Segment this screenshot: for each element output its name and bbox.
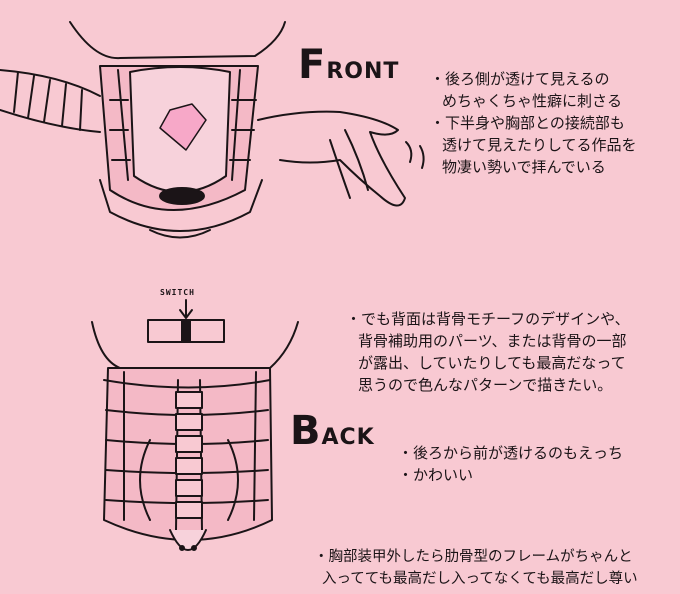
front-note-line: ・下半身や胸部との接続部も [430, 114, 625, 132]
back-note-line: ・でも背面は背骨モチーフのデザインや、 [346, 310, 630, 328]
back-figure [91, 299, 299, 551]
back-note-line: 入ってても最高だし入ってなくても最高だし尊い [322, 571, 638, 587]
back-note-line: ・胸部装甲外したら肋骨型のフレームがちゃんと [314, 549, 633, 565]
back-note-line: 背骨補助用のパーツ、または背骨の一部 [358, 332, 627, 350]
front-note-line: 透けて見えたりしてる作品を [442, 136, 637, 154]
back-notes-middle: ・後ろから前が透けるのもえっち ・かわいい [398, 442, 623, 486]
back-heading: BACK [290, 408, 375, 454]
front-note-line: 物凄い勢いで拝んでいる [442, 158, 606, 176]
switch-label: SWITCH [160, 288, 195, 297]
back-note-line: 思うので色んなパターンで描きたい。 [358, 376, 613, 394]
front-note-line: ・後ろ側が透けて見えるの [430, 70, 610, 88]
back-note-line: ・かわいい [398, 466, 474, 484]
back-notes-top: ・でも背面は背骨モチーフのデザインや、 背骨補助用のパーツ、または背骨の一部 が… [346, 308, 630, 396]
front-heading-initial: F [298, 42, 327, 88]
back-note-line: が露出、していたりしても最高だなって [358, 354, 626, 372]
back-heading-rest: ACK [321, 425, 375, 450]
front-heading: FRONT [298, 42, 399, 88]
back-notes-bottom: ・胸部装甲外したら肋骨型のフレームがちゃんと 入ってても最高だし入ってなくても最… [314, 546, 638, 590]
back-heading-initial: B [290, 408, 322, 454]
front-figure [0, 21, 425, 239]
front-notes: ・後ろ側が透けて見えるの めちゃくちゃ性癖に刺さる ・下半身や胸部との接続部も … [430, 68, 637, 178]
front-heading-rest: RONT [326, 59, 400, 84]
front-note-line: めちゃくちゃ性癖に刺さる [442, 92, 623, 110]
back-note-line: ・後ろから前が透けるのもえっち [398, 444, 624, 462]
